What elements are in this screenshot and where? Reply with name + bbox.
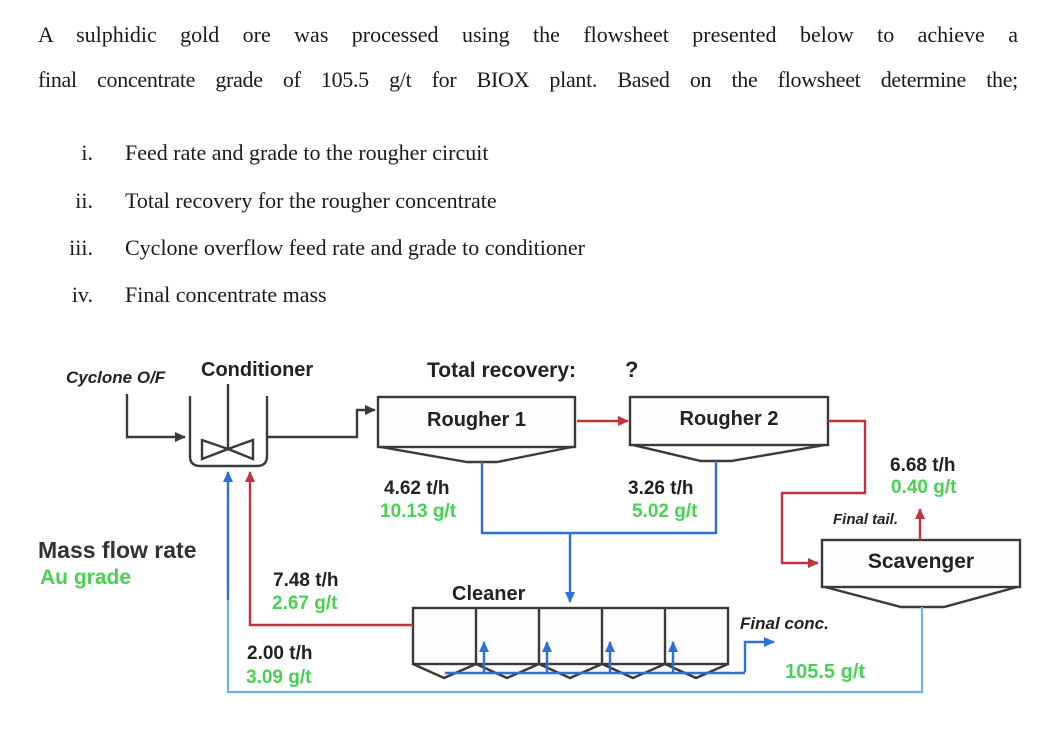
list-text: Final concentrate mass — [125, 282, 327, 307]
agitator-impeller-right — [224, 438, 255, 461]
list-number: iv. — [71, 282, 93, 307]
list-item-ii: ii. Total recovery for the rougher conce… — [36, 188, 497, 214]
cleaner-label: Cleaner — [452, 583, 526, 605]
scavenger-conc-recycle-line — [226, 598, 924, 694]
list-number: i. — [81, 140, 93, 165]
rougher1-conc-grade: 10.13 g/t — [380, 501, 457, 522]
scavenger-conc-rate: 2.00 t/h — [247, 643, 313, 664]
cleaner-tail-grade: 2.67 g/t — [272, 593, 338, 614]
total-recovery-value: ? — [625, 357, 639, 382]
question-text-line2: final concentrate grade of 105.5 g/t for… — [38, 67, 1018, 92]
cleaner-cell-dividers — [474, 608, 667, 664]
legend-au-grade: Au grade — [40, 566, 132, 589]
list-text: Feed rate and grade to the rougher circu… — [125, 140, 489, 165]
list-item-iii: iii. Cyclone overflow feed rate and grad… — [36, 235, 585, 261]
list-item-i: i. Feed rate and grade to the rougher ci… — [36, 140, 488, 166]
list-text: Total recovery for the rougher concentra… — [125, 188, 497, 213]
cleaner-funnels — [412, 662, 729, 680]
rougher2-funnel — [632, 443, 826, 463]
scavenger-funnel — [824, 585, 1018, 609]
final-conc-label: Final conc. — [740, 614, 829, 633]
rougher2-label: Rougher 2 — [679, 408, 779, 430]
cyclone-of-label: Cyclone O/F — [66, 368, 166, 387]
rougher2-box — [628, 395, 830, 447]
cleaner-tail-recycle-arrow — [245, 471, 413, 627]
rougher2-to-scavenger-arrow — [780, 419, 867, 568]
final-tail-rate: 6.68 t/h — [890, 455, 956, 476]
final-conc-grade: 105.5 g/t — [785, 661, 866, 683]
rougher2-conc-grade: 5.02 g/t — [632, 501, 698, 522]
rougher1-box — [376, 395, 577, 449]
final-conc-arrow — [743, 637, 775, 672]
scavenger-label: Scavenger — [867, 550, 975, 573]
rougher1-funnel — [380, 445, 573, 464]
agitator-impeller-left — [200, 438, 232, 461]
list-item-iv: iv. Final concentrate mass — [36, 282, 327, 308]
total-recovery-label: Total recovery: — [427, 359, 576, 382]
legend-mass-flow-rate: Mass flow rate — [38, 537, 197, 563]
rougher1-conc-rate: 4.62 t/h — [384, 478, 450, 499]
cleaner-tail-rate: 7.48 t/h — [273, 570, 339, 591]
list-text: Cyclone overflow feed rate and grade to … — [125, 235, 585, 260]
list-number: ii. — [75, 188, 93, 213]
tails-lines — [245, 416, 925, 627]
list-number: iii. — [69, 235, 93, 260]
conditioner-vessel — [188, 396, 269, 468]
cyclone-feed-line — [125, 394, 186, 442]
question-text-line1: A sulphidic gold ore was processed using… — [38, 22, 1018, 47]
final-tail-label: Final tail. — [833, 511, 899, 528]
conditioner-label: Conditioner — [201, 359, 314, 381]
scavenger-conc-recycle-path — [226, 598, 924, 694]
rougher1-label: Rougher 1 — [427, 409, 526, 431]
rougher2-conc-rate: 3.26 t/h — [628, 478, 694, 499]
concentrate-lines — [223, 461, 775, 675]
final-tail-grade: 0.40 g/t — [891, 477, 957, 498]
scavenger-conc-grade: 3.09 g/t — [246, 667, 312, 688]
cleaner-bank-box — [411, 606, 730, 666]
conditioner-outlet-line — [267, 405, 376, 439]
